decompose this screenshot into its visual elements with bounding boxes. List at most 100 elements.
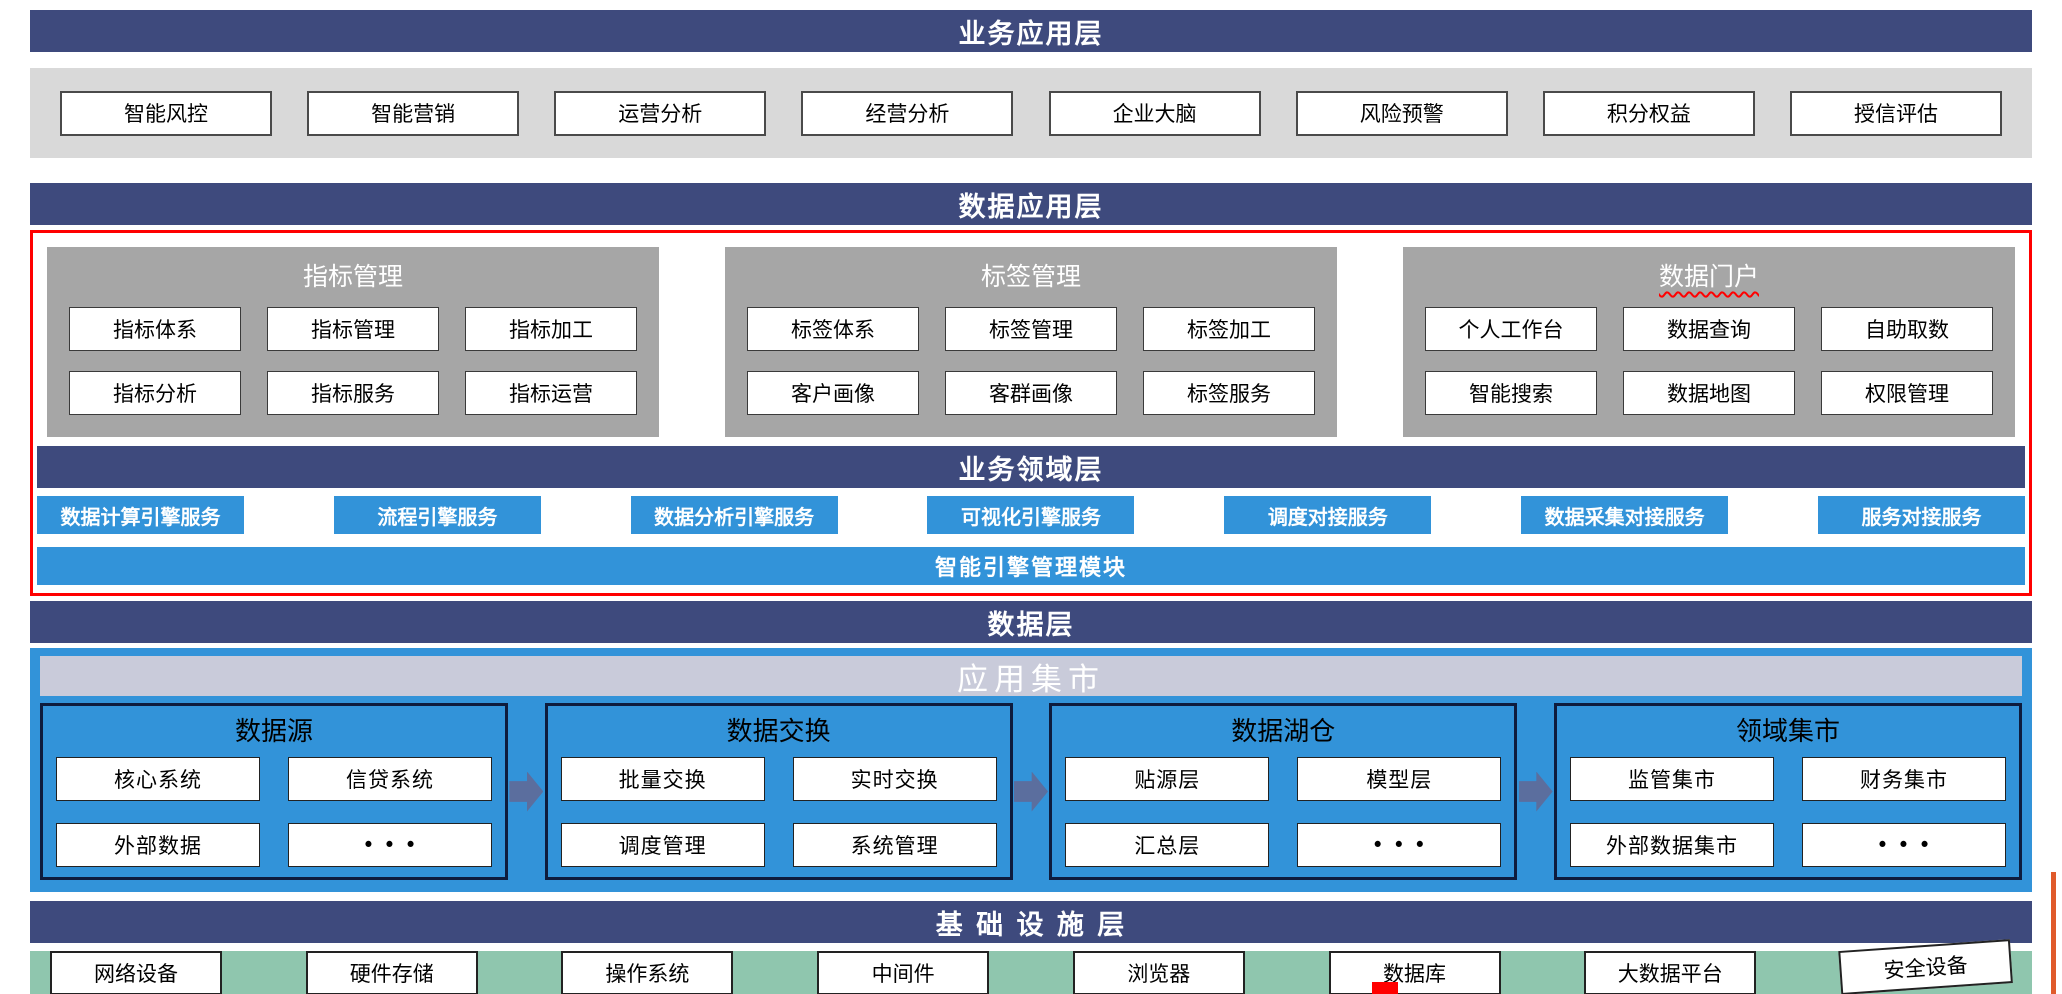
portal-item: 数据查询 [1623,307,1795,351]
infra-item-label: 操作系统 [605,962,690,986]
tag-item-label: 客群画像 [989,382,1073,406]
business-app-item-label: 智能风控 [124,102,208,126]
lakehouse-item-label: 模型层 [1366,768,1433,792]
datasource-item-label: 外部数据 [114,834,202,858]
tag-item: 标签加工 [1143,307,1315,351]
exchange-item: 批量交换 [560,757,765,801]
metric-item-label: 指标分析 [113,382,197,406]
engine-management-label: 智能引擎管理模块 [934,556,1127,581]
datasource-item: 核心系统 [56,757,260,801]
infra-item: 硬件存储 [305,951,478,994]
business-app-item: 企业大脑 [1048,90,1261,136]
domain-mart-item: 外部数据集市 [1569,823,1774,867]
data-layer-panel: 应用集市 数据源 核心系统 信贷系统 外部数据 • • • 数据交换 批量交换 … [30,648,2032,892]
tag-item-label: 标签体系 [791,318,875,342]
service-chip: 数据采集对接服务 [1521,496,1729,534]
infra-item: 数据库 [1328,951,1501,994]
data-flow-row: 数据源 核心系统 信贷系统 外部数据 • • • 数据交换 批量交换 实时交换 … [40,703,2022,880]
bottom-red-marker [1372,982,1398,994]
business-app-item-label: 积分权益 [1606,102,1691,126]
infra-item-label: 硬件存储 [349,962,434,986]
metric-item: 指标体系 [69,307,241,351]
panel-metric-management: 指标管理 指标体系 指标管理 指标加工 指标分析 指标服务 指标运营 [47,247,659,437]
panel-data-portal: 数据门户 个人工作台 数据查询 自助取数 智能搜索 数据地图 权限管理 [1403,247,2015,437]
panel-tag-management: 标签管理 标签体系 标签管理 标签加工 客户画像 客群画像 标签服务 [725,247,1337,437]
layer-title-business-domain: 业务领域层 [958,454,1104,486]
datasource-item-label: 信贷系统 [346,768,434,792]
layer-title-data: 数据层 [987,609,1075,641]
metric-item: 指标管理 [267,307,439,351]
domain-mart-item: 监管集市 [1569,757,1774,801]
infra-item-label: 中间件 [871,962,935,986]
infra-item-label: 大数据平台 [1617,962,1723,986]
service-chip: 数据分析引擎服务 [630,496,838,534]
portal-item-label: 自助取数 [1865,318,1949,342]
tag-item: 标签管理 [945,307,1117,351]
right-edge-orange-stripe [2051,872,2056,994]
business-app-item-label: 运营分析 [618,102,703,126]
subpanel-grid: 核心系统 信贷系统 外部数据 • • • [56,757,492,867]
exchange-item: 系统管理 [792,823,997,867]
metric-item: 指标服务 [267,371,439,415]
metric-item-label: 指标运营 [509,382,593,406]
service-chip-label: 数据计算引擎服务 [60,504,221,529]
datasource-item: • • • [288,823,492,867]
service-chip: 数据计算引擎服务 [37,496,244,534]
infra-item: 操作系统 [561,951,734,994]
business-app-item: 智能风控 [60,90,272,136]
exchange-item-label: 调度管理 [618,834,707,858]
lakehouse-item: • • • [1297,823,1502,867]
layer-header-business-app: 业务应用层 [30,10,2032,52]
service-chip-label: 服务对接服务 [1861,504,1982,529]
business-app-item: 运营分析 [554,90,767,136]
subpanel-grid: 监管集市 财务集市 外部数据集市 • • • [1569,757,2006,867]
panel-grid: 标签体系 标签管理 标签加工 客户画像 客群画像 标签服务 [747,307,1315,415]
tag-item-label: 客户画像 [791,382,875,406]
panel-title: 指标管理 [302,262,403,291]
panel-grid: 个人工作台 数据查询 自助取数 智能搜索 数据地图 权限管理 [1425,307,1993,415]
domain-mart-item-label: 外部数据集市 [1605,834,1738,858]
subpanel-title: 领域集市 [1735,717,1840,747]
lakehouse-item-label: • • • [1371,833,1428,857]
portal-item: 自助取数 [1821,307,1993,351]
lakehouse-item-label: 汇总层 [1134,834,1201,858]
business-app-item: 积分权益 [1542,90,1755,136]
exchange-item-label: 批量交换 [618,768,707,792]
service-chip: 可视化引擎服务 [927,496,1135,534]
panel-title: 数据门户 [1658,262,1759,291]
datasource-item: 信贷系统 [288,757,492,801]
datasource-item-label: • • • [362,833,418,857]
service-chip-label: 流程引擎服务 [377,504,498,529]
engine-services-row: 数据计算引擎服务 流程引擎服务 数据分析引擎服务 可视化引擎服务 调度对接服务 … [37,496,2025,534]
infra-item: 网络设备 [50,951,222,994]
layer-header-infrastructure: 基 础 设 施 层 [30,901,2032,943]
portal-item-label: 权限管理 [1865,382,1949,406]
datasource-item-label: 核心系统 [114,768,202,792]
layer-title-business-app: 业务应用层 [958,18,1104,50]
portal-item-label: 智能搜索 [1469,382,1553,406]
service-chip: 调度对接服务 [1224,496,1432,534]
infra-item-label: 安全设备 [1882,953,1969,983]
highlight-red-region: 指标管理 指标体系 指标管理 指标加工 指标分析 指标服务 指标运营 标签管理 … [30,230,2032,596]
domain-mart-item-label: • • • [1876,833,1932,857]
portal-item-label: 个人工作台 [1458,318,1564,342]
portal-item-label: 数据查询 [1667,318,1751,342]
portal-item: 权限管理 [1821,371,1993,415]
service-chip-label: 可视化引擎服务 [960,504,1101,529]
metric-item-label: 指标服务 [311,382,395,406]
tag-item-label: 标签服务 [1187,382,1271,406]
infra-item-label: 网络设备 [94,962,178,986]
exchange-item: 实时交换 [792,757,997,801]
layer-title-data-app: 数据应用层 [958,191,1104,223]
exchange-item-label: 实时交换 [850,768,939,792]
layer-header-data: 数据层 [30,601,2032,643]
application-mart-bar: 应用集市 [40,656,2022,698]
portal-item: 智能搜索 [1425,371,1597,415]
datasource-item: 外部数据 [56,823,260,867]
subpanel-title: 数据源 [234,717,313,747]
infra-item: 大数据平台 [1584,951,1757,994]
right-arrow-icon [1013,771,1048,812]
business-app-band: 智能风控 智能营销 运营分析 经营分析 企业大脑 风险预警 积分权益 授信评估 [30,68,2032,158]
infra-item: 中间件 [817,951,990,994]
